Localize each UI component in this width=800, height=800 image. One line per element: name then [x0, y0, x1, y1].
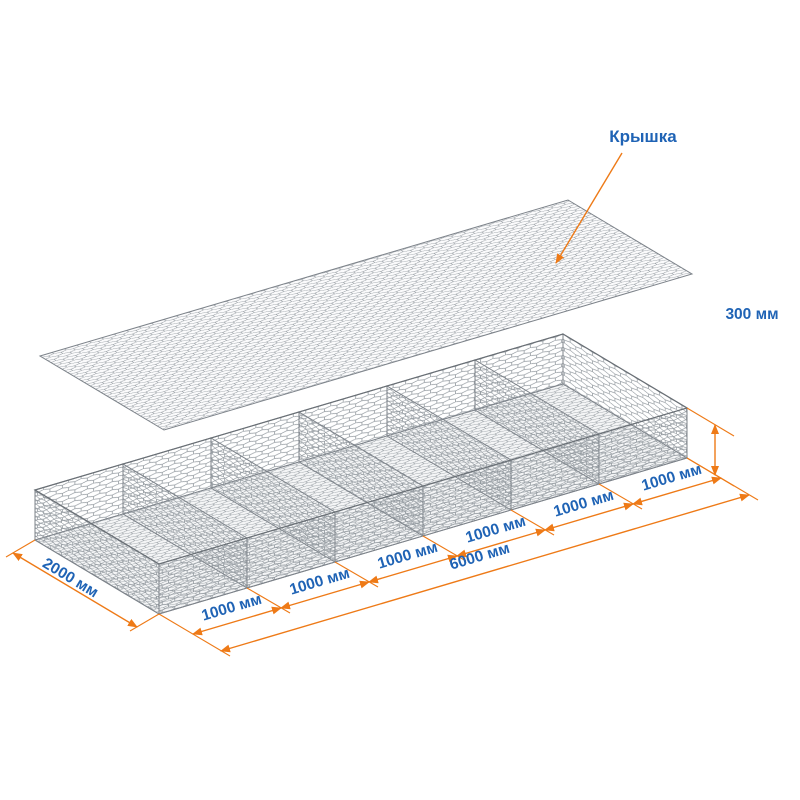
height-ext-line-top — [686, 407, 735, 437]
width-dimension — [5, 539, 160, 632]
width-ext-line-far — [5, 539, 36, 558]
height-dimension-label: 300 мм — [725, 306, 778, 323]
lid-label: Крышка — [609, 127, 677, 146]
length-dimension-line — [220, 493, 750, 653]
dimension-annotations — [5, 152, 759, 657]
chain-ext-corner-left — [158, 613, 231, 657]
lid-mesh-texture — [38, 199, 694, 431]
width-dimension-line — [12, 552, 138, 628]
chain-ext-corner-right — [686, 457, 759, 501]
lid-callout-arrow — [555, 152, 623, 264]
lid-mesh-panel — [38, 199, 694, 431]
width-ext-line-near — [129, 613, 160, 632]
